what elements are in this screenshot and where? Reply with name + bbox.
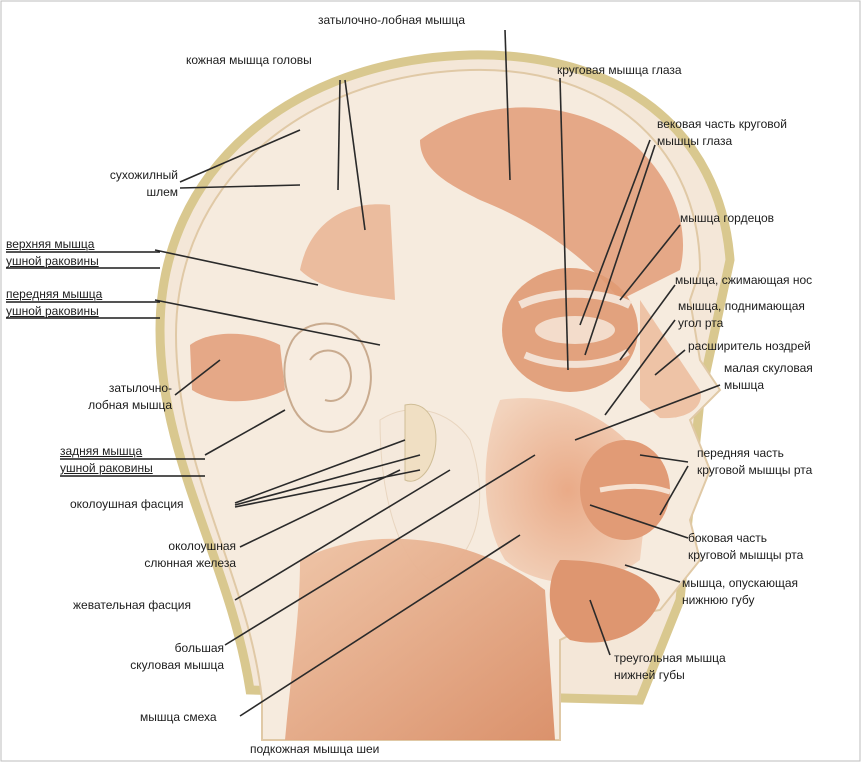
label-zygomatic-minor: малая скуловая мышца [724, 360, 813, 394]
label-occipital-belly: затылочно- лобная мышца [60, 380, 172, 414]
label-nasalis: мышца, сжимающая нос [675, 272, 812, 289]
label-platysma: подкожная мышца шеи [250, 741, 379, 758]
label-orbicularis-oris-lateral: боковая часть круговой мышцы рта [688, 530, 803, 564]
eye-opening [535, 316, 615, 344]
label-procerus: мышца гордецов [680, 210, 774, 227]
label-temporoparietal: кожная мышца головы [186, 52, 312, 69]
label-depressor-labii: мышца, опускающая нижнюю губу [682, 575, 798, 609]
label-dilator-naris: расширитель ноздрей [688, 338, 811, 355]
label-masseteric-fascia: жевательная фасция [73, 597, 191, 614]
label-superior-auricular: верхняя мышца ушной раковины [6, 236, 156, 270]
label-posterior-auricular: задняя мышца ушной раковины [60, 443, 205, 477]
label-parotid-fascia: околоушная фасция [70, 496, 184, 513]
label-galea: сухожилный шлем [70, 167, 178, 201]
label-anterior-auricular: передняя мышца ушной раковины [6, 286, 156, 320]
label-parotid-gland: околоушная слюнная железа [100, 538, 236, 572]
label-levator-anguli: мышца, поднимающая угол рта [678, 298, 805, 332]
label-orbicularis-oris-front: передняя часть круговой мышцы рта [697, 445, 812, 479]
label-risorius: мышца смеха [140, 709, 217, 726]
label-triangularis: треугольная мышца нижней губы [614, 650, 726, 684]
label-orbicularis-oculi: круговая мышца глаза [557, 62, 682, 79]
occipital-belly [190, 334, 285, 402]
label-palpebral-part: вековая часть круговой мышцы глаза [657, 116, 787, 150]
label-occipitofrontal-top: затылочно-лобная мышца [318, 12, 465, 29]
label-zygomatic-major: большая скуловая мышца [96, 640, 224, 674]
